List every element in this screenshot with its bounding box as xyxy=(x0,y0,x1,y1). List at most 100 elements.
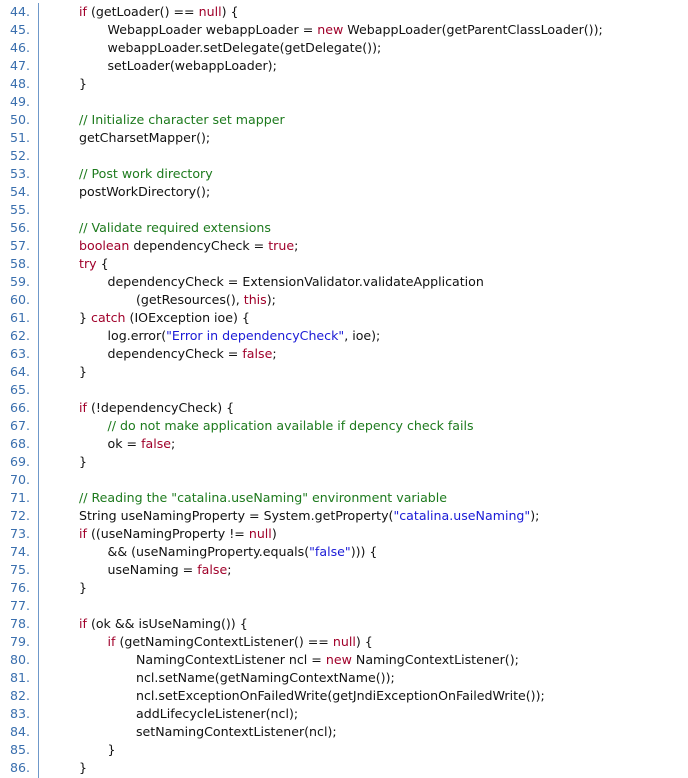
code-line: 61.} catch (IOException ioe) { xyxy=(0,309,688,327)
code-text: ) { xyxy=(221,4,239,19)
code-keyword: if xyxy=(79,616,87,631)
line-number: 55. xyxy=(9,202,30,217)
code-keyword: if xyxy=(79,4,87,19)
line-number: 47. xyxy=(9,58,30,73)
code-line: 44.if (getLoader() == null) { xyxy=(0,3,688,21)
code-text: } xyxy=(79,579,87,597)
line-number: 49. xyxy=(9,94,30,109)
code-text: } xyxy=(79,760,88,775)
code-text: (getLoader() == xyxy=(86,4,199,19)
code-line: 86.} xyxy=(0,759,688,777)
code-text: addLifecycleListener(ncl); xyxy=(136,705,298,723)
code-line: 84.setNamingContextListener(ncl); xyxy=(0,723,688,741)
code-keyword: try xyxy=(79,256,97,271)
line-number: 65. xyxy=(9,382,30,397)
code-line: 83. addLifecycleListener(ncl); xyxy=(0,705,688,723)
code-text: ); xyxy=(530,508,540,523)
code-line: 64.} xyxy=(0,363,688,381)
line-number: 64. xyxy=(9,364,30,379)
code-text: dependencyCheck = ExtensionValidator.val… xyxy=(108,273,484,291)
code-line: 48.} xyxy=(0,75,688,93)
code-line: 75.useNaming = false; xyxy=(0,561,688,579)
code-keyword: new xyxy=(325,652,352,667)
code-text: } xyxy=(107,742,116,757)
code-line: 70. xyxy=(0,471,688,489)
code-text: ; xyxy=(171,436,176,451)
line-number: 76. xyxy=(9,580,30,595)
code-text: postWorkDirectory(); xyxy=(79,183,210,201)
line-number: 82. xyxy=(9,688,30,703)
code-text: try { xyxy=(79,255,109,273)
code-text: (IOException ioe) { xyxy=(125,310,250,325)
code-text: webappLoader.setDelegate(getDelegate()); xyxy=(108,39,382,57)
line-number: 59. xyxy=(9,274,30,289)
code-line: 76.} xyxy=(0,579,688,597)
code-string: "false" xyxy=(309,544,351,559)
line-number: 83. xyxy=(9,706,30,721)
code-text: (getResources(), xyxy=(136,292,244,307)
code-line: 53. // Post work directory xyxy=(0,165,688,183)
code-line: 78.if (ok && isUseNaming()) { xyxy=(0,615,688,633)
line-number: 53. xyxy=(9,166,30,181)
code-string: "catalina.useNaming" xyxy=(393,508,531,523)
code-text: } xyxy=(79,759,87,777)
code-line: 77. xyxy=(0,597,688,615)
line-number: 45. xyxy=(9,22,30,37)
code-text: // Validate required extensions xyxy=(79,219,271,237)
code-text: dependencyCheck = false; xyxy=(108,345,277,363)
line-number: 60. xyxy=(9,292,30,307)
code-comment: // Reading the "catalina.useNaming" envi… xyxy=(79,490,448,505)
code-text: setLoader(webappLoader); xyxy=(107,58,277,73)
code-text: WebappLoader(getParentClassLoader()); xyxy=(343,22,603,37)
code-text: } xyxy=(79,454,88,469)
code-text: { xyxy=(96,256,109,271)
line-number: 67. xyxy=(9,418,30,433)
code-text: ncl.setExceptionOnFailedWrite(getJndiExc… xyxy=(136,688,545,703)
code-text: useNaming = xyxy=(107,562,198,577)
code-listing: 44.if (getLoader() == null) {45. WebappLo… xyxy=(0,3,688,778)
code-line: 69.} xyxy=(0,453,688,471)
line-number: 66. xyxy=(9,400,30,415)
code-text: ncl.setName(getNamingContextName()); xyxy=(136,669,395,687)
code-text: setNamingContextListener(ncl); xyxy=(136,723,337,741)
code-text: webappLoader.setDelegate(getDelegate()); xyxy=(107,40,382,55)
code-text: String useNamingProperty = System.getPro… xyxy=(79,507,539,525)
code-line: 60.(getResources(), this); xyxy=(0,291,688,309)
code-text: } xyxy=(79,364,88,379)
code-text: WebappLoader webappLoader = new WebappLo… xyxy=(108,21,603,39)
code-text: useNaming = false; xyxy=(108,561,232,579)
code-text: , ioe); xyxy=(344,328,381,343)
code-text: ncl.setName(getNamingContextName()); xyxy=(136,670,395,685)
code-line: 46.webappLoader.setDelegate(getDelegate(… xyxy=(0,39,688,57)
code-text: // Post work directory xyxy=(79,165,213,183)
code-text: if (ok && isUseNaming()) { xyxy=(79,615,248,633)
line-number: 68. xyxy=(9,436,30,451)
code-keyword: if xyxy=(107,634,116,649)
code-line: 56. // Validate required extensions xyxy=(0,219,688,237)
code-text: dependencyCheck = ExtensionValidator.val… xyxy=(107,274,484,289)
line-number: 54. xyxy=(9,184,30,199)
code-keyword: null xyxy=(332,634,356,649)
code-text: // Initialize character set mapper xyxy=(79,111,285,129)
code-text: ; xyxy=(272,346,277,361)
code-line: 81.ncl.setName(getNamingContextName()); xyxy=(0,669,688,687)
code-line: 55. xyxy=(0,201,688,219)
code-line: 50.// Initialize character set mapper xyxy=(0,111,688,129)
code-comment: // do not make application available if … xyxy=(107,418,474,433)
code-keyword: false xyxy=(242,346,273,361)
line-number: 56. xyxy=(9,220,30,235)
code-line: 51.getCharsetMapper(); xyxy=(0,129,688,147)
code-text: boolean dependencyCheck = true; xyxy=(79,237,298,255)
code-text: dependencyCheck = xyxy=(129,238,269,253)
code-text: ) { xyxy=(355,634,373,649)
code-line: 65. xyxy=(0,381,688,399)
code-text: ncl.setExceptionOnFailedWrite(getJndiExc… xyxy=(136,687,545,705)
code-text: } xyxy=(108,741,116,759)
code-line: 58.try { xyxy=(0,255,688,273)
code-line: 49. xyxy=(0,93,688,111)
code-text: (!dependencyCheck) { xyxy=(86,400,235,415)
line-number: 72. xyxy=(9,508,30,523)
line-number: 63. xyxy=(9,346,30,361)
code-text: (ok && isUseNaming()) { xyxy=(86,616,248,631)
code-line: 67. // do not make application available … xyxy=(0,417,688,435)
